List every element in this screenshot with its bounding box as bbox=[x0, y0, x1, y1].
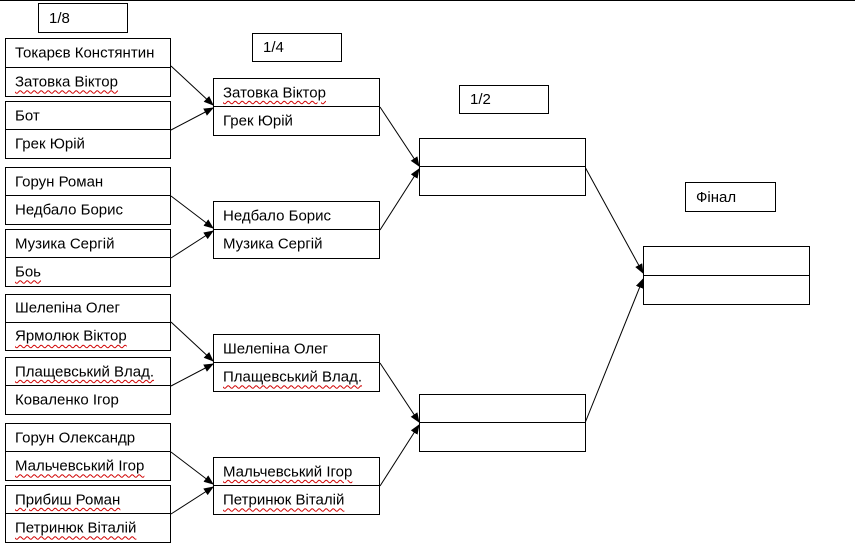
r16-match-3: Горун Роман Недбало Борис bbox=[5, 167, 171, 225]
final-match-slot-2 bbox=[644, 276, 809, 305]
player-name: Горун Олександр bbox=[15, 429, 136, 446]
r16-match-5-slot-1: Шелепіна Олег bbox=[6, 295, 170, 323]
sf-match-1 bbox=[419, 138, 586, 196]
round-label-r16-text: 1/8 bbox=[49, 10, 70, 27]
round-label-qf-text: 1/4 bbox=[263, 39, 284, 56]
qf-match-4-slot-2: Петринюк Віталій bbox=[214, 486, 379, 514]
r16-match-7: Горун Олександр Мальчевський Ігор bbox=[5, 423, 171, 481]
r16-match-4-slot-2: Боь bbox=[6, 258, 170, 286]
round-label-final-text: Фінал bbox=[696, 189, 737, 206]
final-match bbox=[643, 246, 810, 305]
qf-match-2: Недбало Борис Музика Сергій bbox=[213, 201, 380, 259]
r16-match-3-slot-2: Недбало Борис bbox=[6, 196, 170, 224]
player-name: Шелепіна Олег bbox=[223, 340, 328, 357]
r16-match-3-slot-1: Горун Роман bbox=[6, 168, 170, 196]
connector-r16-7 bbox=[170, 451, 214, 485]
r16-match-4: Музика Сергій Боь bbox=[5, 229, 171, 287]
round-label-qf: 1/4 bbox=[252, 33, 342, 62]
sf-match-2 bbox=[419, 394, 586, 452]
r16-match-6-slot-2: Коваленко Ігор bbox=[6, 386, 170, 414]
qf-match-2-slot-1: Недбало Борис bbox=[214, 202, 379, 230]
top-border-line bbox=[0, 0, 855, 1]
r16-match-4-slot-1: Музика Сергій bbox=[6, 230, 170, 258]
sf-match-2-slot-2 bbox=[420, 423, 585, 451]
connector-qf-2 bbox=[379, 168, 420, 231]
r16-match-8-slot-1: Прибиш Роман bbox=[6, 486, 170, 514]
qf-match-1: Затовка Віктор Грек Юрій bbox=[213, 78, 380, 136]
qf-match-4: Мальчевський Ігор Петринюк Віталій bbox=[213, 457, 380, 515]
player-name: Петринюк Віталій bbox=[223, 491, 345, 509]
connector-r16-5 bbox=[170, 321, 214, 362]
connector-sf-1 bbox=[584, 166, 644, 274]
qf-match-2-slot-2: Музика Сергій bbox=[214, 230, 379, 258]
qf-match-4-slot-1: Мальчевський Ігор bbox=[214, 458, 379, 486]
player-name: Ярмолюк Віктор bbox=[15, 327, 127, 345]
sf-match-2-slot-1 bbox=[420, 395, 585, 423]
qf-match-3-slot-1: Шелепіна Олег bbox=[214, 335, 379, 363]
player-name: Грек Юрій bbox=[223, 112, 293, 130]
connector-r16-8 bbox=[170, 486, 214, 515]
r16-match-6: Плащевський Влад. Коваленко Ігор bbox=[5, 357, 171, 415]
round-label-final: Фінал bbox=[685, 182, 776, 212]
player-name: Бот bbox=[15, 107, 40, 124]
player-name: Шелепіна Олег bbox=[15, 299, 120, 317]
r16-match-7-slot-2: Мальчевський Ігор bbox=[6, 452, 170, 480]
player-name: Затовка Віктор bbox=[223, 84, 326, 101]
final-match-slot-1 bbox=[644, 247, 809, 276]
qf-match-1-slot-1: Затовка Віктор bbox=[214, 79, 379, 107]
player-name: Затовка Віктор bbox=[15, 73, 118, 91]
player-name: Музика Сергій bbox=[223, 235, 323, 253]
connector-r16-4 bbox=[170, 230, 214, 259]
r16-match-6-slot-1: Плащевський Влад. bbox=[6, 358, 170, 386]
player-name: Петринюк Віталій bbox=[15, 519, 137, 537]
r16-match-2: Бот Грек Юрій bbox=[5, 101, 171, 159]
r16-match-1-slot-1: Токарєв Констянтин bbox=[6, 39, 170, 68]
player-name: Музика Сергій bbox=[15, 235, 115, 252]
player-name: Недбало Борис bbox=[223, 207, 332, 224]
qf-match-1-slot-2: Грек Юрій bbox=[214, 107, 379, 135]
player-name: Плащевський Влад. bbox=[15, 363, 155, 380]
player-name: Плащевський Влад. bbox=[223, 368, 363, 386]
connector-sf-2 bbox=[584, 278, 644, 424]
qf-match-3-slot-2: Плащевський Влад. bbox=[214, 363, 379, 391]
round-label-sf: 1/2 bbox=[459, 85, 549, 114]
r16-match-8-slot-2: Петринюк Віталій bbox=[6, 514, 170, 542]
connector-r16-3 bbox=[170, 195, 214, 229]
r16-match-2-slot-1: Бот bbox=[6, 102, 170, 130]
player-name: Прибиш Роман bbox=[15, 491, 121, 508]
r16-match-1: Токарєв Констянтин Затовка Віктор bbox=[5, 38, 171, 97]
qf-match-3: Шелепіна Олег Плащевський Влад. bbox=[213, 334, 380, 392]
r16-match-5-slot-2: Ярмолюк Віктор bbox=[6, 323, 170, 351]
connector-qf-4 bbox=[379, 424, 420, 487]
player-name: Горун Роман bbox=[15, 173, 104, 190]
r16-match-7-slot-1: Горун Олександр bbox=[6, 424, 170, 452]
player-name: Боь bbox=[15, 263, 42, 281]
player-name: Недбало Борис bbox=[15, 201, 124, 219]
connector-r16-2 bbox=[170, 107, 214, 131]
player-name: Мальчевський Ігор bbox=[223, 463, 353, 480]
r16-match-8: Прибиш Роман Петринюк Віталій bbox=[5, 485, 171, 543]
r16-match-2-slot-2: Грек Юрій bbox=[6, 130, 170, 158]
player-name: Грек Юрій bbox=[15, 135, 85, 153]
connector-qf-3 bbox=[379, 362, 420, 423]
r16-match-5: Шелепіна Олег Ярмолюк Віктор bbox=[5, 294, 171, 351]
round-label-sf-text: 1/2 bbox=[470, 91, 491, 108]
connector-r16-1 bbox=[170, 65, 214, 106]
player-name: Мальчевський Ігор bbox=[15, 457, 145, 475]
player-name: Коваленко Ігор bbox=[15, 391, 119, 409]
sf-match-1-slot-2 bbox=[420, 167, 585, 195]
connector-qf-1 bbox=[379, 106, 420, 167]
round-label-r16: 1/8 bbox=[38, 3, 128, 33]
r16-match-1-slot-2: Затовка Віктор bbox=[6, 68, 170, 97]
player-name: Токарєв Констянтин bbox=[15, 44, 155, 62]
connector-r16-6 bbox=[170, 363, 214, 387]
sf-match-1-slot-1 bbox=[420, 139, 585, 167]
